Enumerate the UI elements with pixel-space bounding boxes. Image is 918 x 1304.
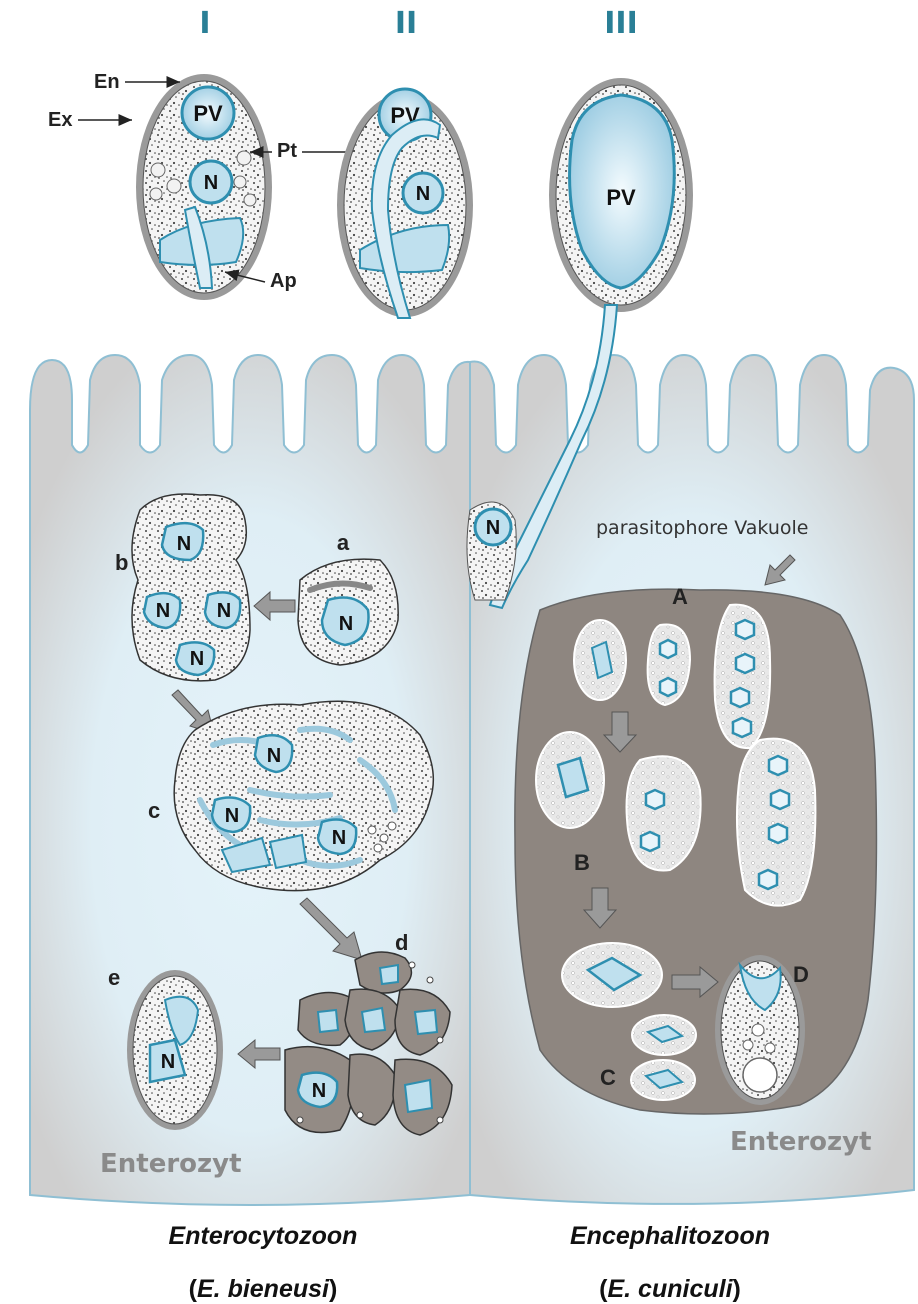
nucleus-label: N <box>161 1051 175 1073</box>
caption-right: Encephalitozoon (E. cuniculi) <box>520 1222 820 1304</box>
pv-label: PV <box>606 185 636 210</box>
caption-right-genus: Encephalitozoon <box>520 1222 820 1251</box>
stage-b: N N N N <box>132 494 250 681</box>
nucleus-label: N <box>312 1080 326 1102</box>
step-label-b: b <box>115 550 128 575</box>
stage-label-II: II <box>395 6 417 41</box>
nucleus-label: N <box>190 648 204 670</box>
stage-D <box>715 955 805 1105</box>
step-label-A: A <box>672 584 688 609</box>
enterocyte-label-right: Enterozyt <box>730 1127 872 1157</box>
nucleus-label: N <box>416 183 430 205</box>
paren-close: ) <box>329 1275 337 1303</box>
nucleus-label: N <box>339 613 353 635</box>
nucleus-label: N <box>156 600 170 622</box>
pt-label: Pt <box>277 140 297 162</box>
step-label-e: e <box>108 965 120 990</box>
stage-label-III: III <box>604 6 638 41</box>
nucleus-label: N <box>225 805 239 827</box>
nucleus-label: N <box>177 533 191 555</box>
caption-left-genus: Enterocytozoon <box>113 1222 413 1251</box>
nucleus-label: N <box>204 172 218 194</box>
step-label-C: C <box>600 1065 616 1090</box>
nucleus-label: N <box>267 745 281 767</box>
ex-label: Ex <box>48 109 72 131</box>
species-name: E. cuniculi <box>607 1275 732 1303</box>
paren-open: ( <box>189 1275 197 1303</box>
spore-I: PV N <box>136 74 272 300</box>
stage-a: N <box>298 559 398 665</box>
en-label: En <box>94 71 120 93</box>
step-label-a: a <box>337 530 350 555</box>
spore-II: PV N <box>337 89 473 318</box>
step-label-B: B <box>574 850 590 875</box>
enterocyte-label-left: Enterozyt <box>100 1149 242 1179</box>
paren-close: ) <box>733 1275 741 1303</box>
step-label-c: c <box>148 798 160 823</box>
stage-label-I: I <box>199 6 210 41</box>
vacuole-label: parasitophore Vakuole <box>596 517 808 539</box>
step-label-D: D <box>793 962 809 987</box>
sporoplasm-nucleus-label: N <box>486 517 500 539</box>
caption-right-species: (E. cuniculi) <box>520 1275 820 1304</box>
caption-left: Enterocytozoon (E. bieneusi) <box>113 1222 413 1304</box>
nucleus-label: N <box>217 600 231 622</box>
caption-left-species: (E. bieneusi) <box>113 1275 413 1304</box>
nucleus-label: N <box>332 827 346 849</box>
step-label-d: d <box>395 930 408 955</box>
stage-e: N <box>127 970 223 1130</box>
ap-label: Ap <box>270 270 297 292</box>
pv-label: PV <box>193 101 223 126</box>
species-name: E. bieneusi <box>197 1275 329 1303</box>
